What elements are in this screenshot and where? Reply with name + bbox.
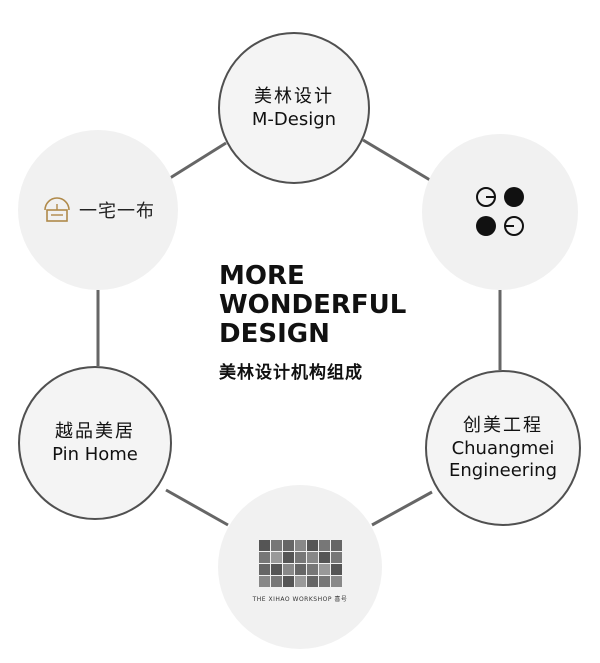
zhai-logo-text: 一宅一布	[79, 201, 155, 222]
node-m-design-en: M-Design	[251, 109, 337, 130]
connector-mdesign-gg	[362, 138, 431, 182]
center-title-block: MORE WONDERFUL DESIGN 美林设计机构组成	[219, 261, 407, 384]
center-title-line-2: WONDERFUL	[219, 290, 407, 320]
xihao-caption: THE XIHAO WORKSHOP 喜号	[252, 595, 348, 603]
node-pin-home-en: Pin Home	[52, 444, 138, 465]
connector-chuangmei-xihao	[371, 490, 433, 527]
node-m-design-zh: 美林设计	[254, 86, 334, 107]
node-zhai: 一宅一布	[18, 130, 178, 290]
connector-xihao-pinhome	[165, 488, 229, 527]
zhai-logo-icon	[44, 197, 70, 222]
node-chuangmei-en-2: Engineering	[449, 460, 557, 481]
node-xihao: THE XIHAO WORKSHOP 喜号	[218, 485, 382, 649]
xihao-grid-logo-icon	[258, 539, 342, 587]
node-chuangmei: 创美工程 Chuangmei Engineering	[425, 370, 581, 526]
node-pin-home: 越品美居 Pin Home	[18, 366, 172, 520]
gg-logo-icon	[476, 187, 524, 236]
node-gg	[422, 134, 578, 290]
connector-zhai-mdesign	[169, 141, 227, 180]
center-title-line-3: DESIGN	[219, 319, 330, 349]
zhai-logo: 一宅一布	[41, 196, 155, 224]
center-title-line-1: MORE	[219, 261, 305, 291]
node-chuangmei-zh: 创美工程	[463, 415, 543, 436]
center-subtitle: 美林设计机构组成	[219, 363, 363, 383]
node-pin-home-zh: 越品美居	[55, 421, 135, 442]
node-m-design: 美林设计 M-Design	[218, 32, 370, 184]
node-chuangmei-en-1: Chuangmei	[451, 438, 555, 459]
